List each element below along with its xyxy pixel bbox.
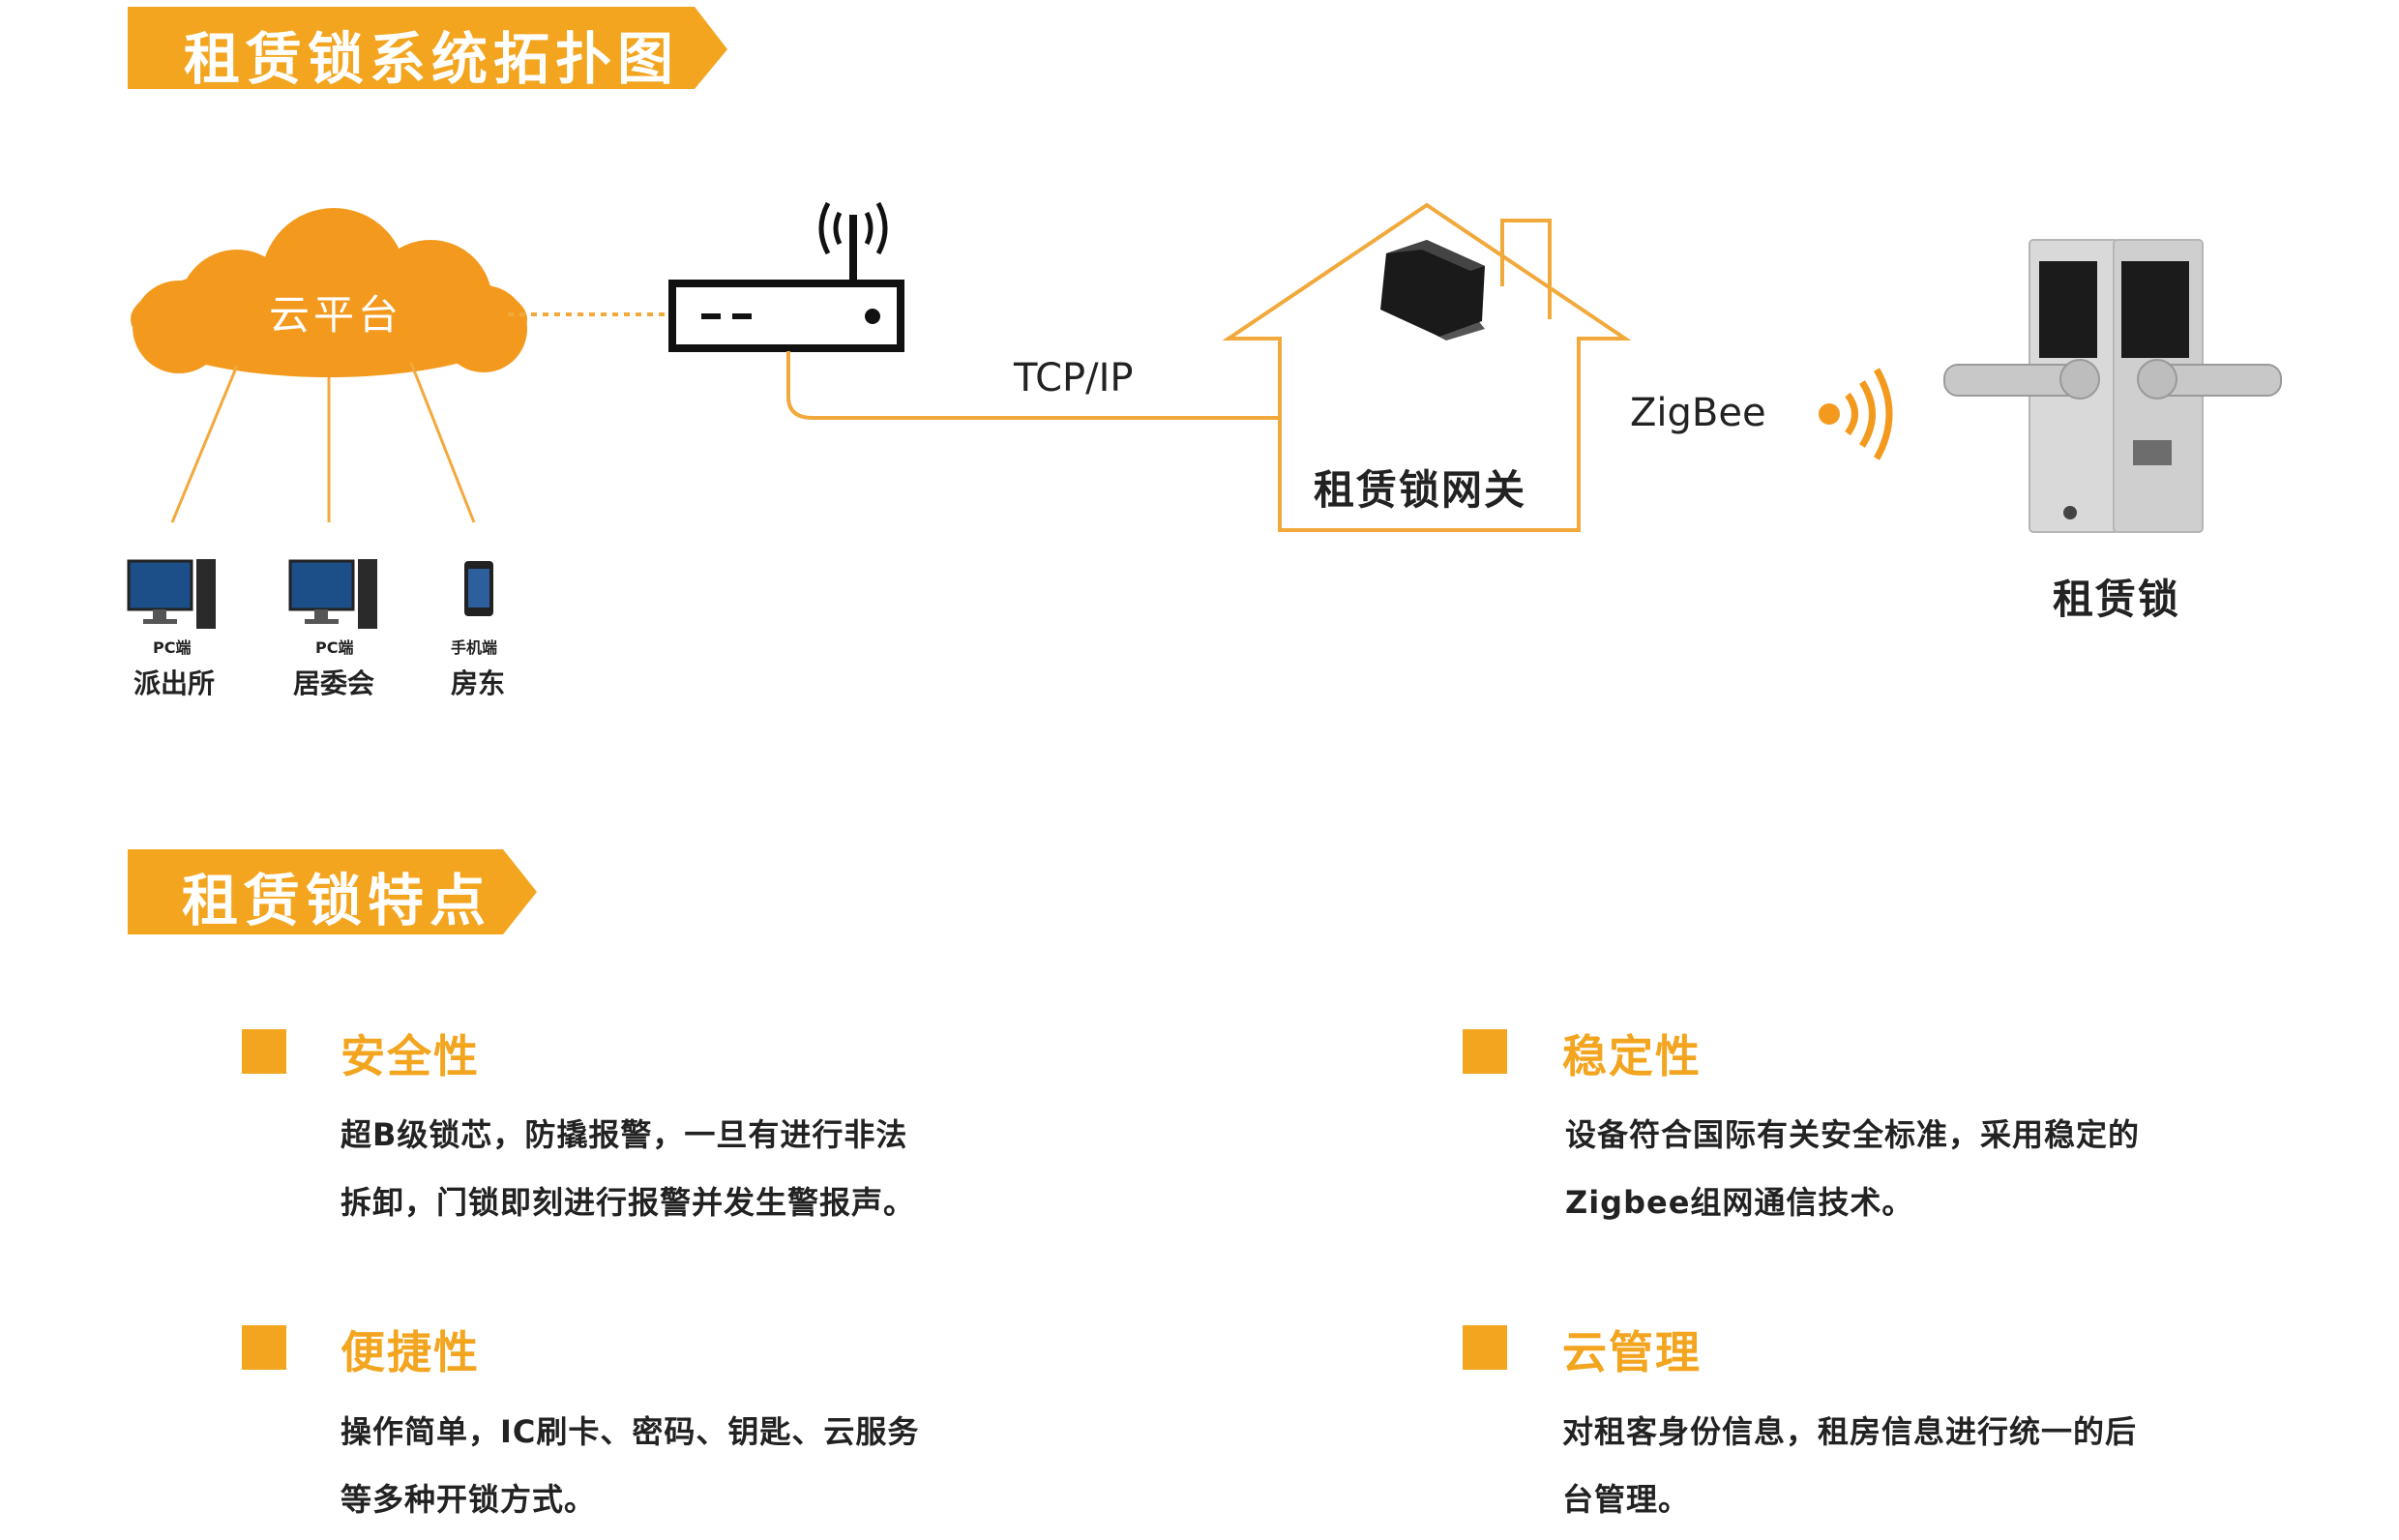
feature-desc-cloud-management: 对租客身份信息，租房信息进行统一的后 台管理。: [1562, 1413, 2138, 1518]
client-name-label: 房东: [451, 667, 506, 699]
router-icon: [668, 201, 904, 352]
feature-desc-stability: 设备符合国际有关安全标准，采用稳定的 Zigbee组网通信技术。: [1565, 1116, 2141, 1221]
house-icon: [1222, 202, 1632, 532]
cloud-client-link: [170, 365, 239, 523]
feature-title-stability: 稳定性: [1562, 1030, 1702, 1082]
lock-label: 租赁锁: [2053, 576, 2181, 623]
client-name-label: 居委会: [293, 667, 375, 699]
client-name-label: 派出所: [133, 667, 216, 699]
pc-icon: [127, 559, 216, 629]
tcp-ip-label: TCP/IP: [1014, 356, 1134, 400]
feature-marker: [242, 1325, 286, 1370]
gateway-label: 租赁锁网关: [1314, 466, 1527, 514]
feature-desc-security: 超B级锁芯，防撬报警，一旦有进行非法 拆卸，门锁即刻进行报警并发生警报声。: [341, 1116, 916, 1221]
wireless-signal-icon: [1819, 368, 1893, 460]
feature-marker: [242, 1029, 286, 1074]
phone-icon: [464, 561, 493, 616]
feature-marker: [1463, 1029, 1507, 1074]
feature-title-security: 安全性: [341, 1030, 480, 1082]
zigbee-label: ZigBee: [1630, 391, 1766, 435]
feature-title-convenience: 便捷性: [341, 1326, 480, 1378]
cloud-client-link: [409, 362, 476, 523]
door-lock-icon: [1943, 239, 2282, 533]
client-type-label: PC端: [153, 638, 192, 657]
gateway-device-icon: [1380, 240, 1485, 341]
features-banner-title: 租赁锁特点: [182, 868, 492, 933]
cloud-platform-label: 云平台: [269, 291, 403, 339]
client-type-label: 手机端: [451, 638, 498, 657]
router-gateway-link: [786, 351, 1282, 420]
pc-icon: [288, 559, 377, 629]
feature-marker: [1463, 1325, 1507, 1370]
feature-title-cloud-management: 云管理: [1562, 1326, 1702, 1378]
feature-desc-convenience: 操作简单，IC刷卡、密码、钥匙、云服务 等多种开锁方式。: [341, 1413, 920, 1518]
topology-banner-title: 租赁锁系统拓扑图: [184, 26, 680, 92]
client-type-label: PC端: [315, 638, 354, 657]
cloud-platform-icon: [131, 208, 527, 377]
